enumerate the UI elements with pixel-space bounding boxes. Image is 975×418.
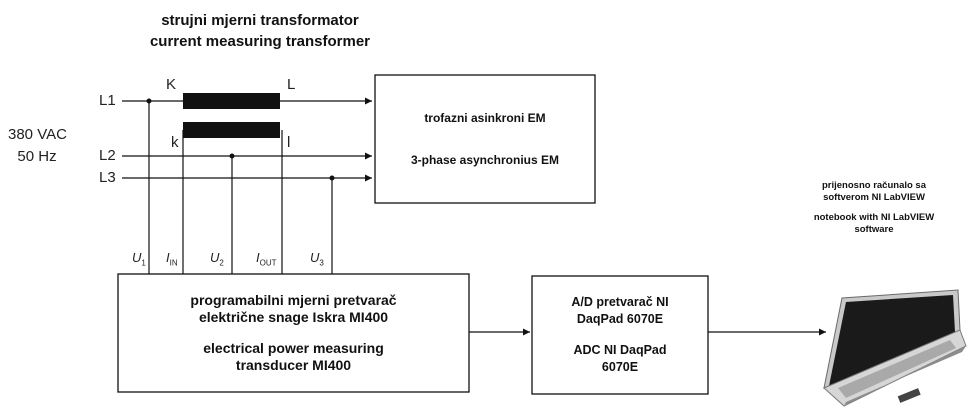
junction-u2 — [229, 153, 235, 159]
title-hr: strujni mjerni transformator — [161, 12, 359, 29]
supply-label: 380 VAC 50 Hz — [8, 124, 67, 168]
transducer-label-hr1: programabilni mjerni pretvarač — [190, 292, 397, 308]
motor-label: trofazni asinkroni EM 3-phase asynchroni… — [375, 75, 595, 203]
laptop-caption: prijenosno računalo sa softverom NI LabV… — [776, 180, 972, 236]
laptop-caption-en1: notebook with NI LabVIEW — [813, 212, 935, 223]
tap-label-u1: U1 — [132, 250, 146, 268]
laptop-icon — [823, 289, 967, 407]
transducer-label-en2: transducer MI400 — [235, 357, 352, 373]
line-label-l3: L3 — [99, 169, 116, 186]
junction-u1 — [146, 98, 152, 104]
transducer-label-hr2: električne snage Iskra MI400 — [198, 309, 389, 325]
supply-frequency: 50 Hz — [17, 148, 57, 165]
terminal-k-lower: k — [171, 134, 179, 151]
transformer-secondary-core — [183, 122, 280, 138]
motor-label-hr: trofazni asinkroni EM — [424, 111, 546, 125]
transformer-primary-core — [183, 93, 280, 109]
adc-label-en1: ADC NI DaqPad — [573, 343, 667, 357]
transducer-box — [117, 273, 470, 393]
tap-label-iout: IOUT — [256, 250, 277, 268]
transducer-label-en1: electrical power measuring — [203, 340, 384, 356]
laptop-caption-hr2: softverom NI LabVIEW — [823, 192, 925, 203]
tap-label-u2: U2 — [210, 250, 224, 268]
tap-label-iin: IIN — [166, 250, 178, 268]
line-label-l2: L2 — [99, 147, 116, 164]
junction-u3 — [329, 175, 335, 181]
line-label-l1: L1 — [99, 92, 116, 109]
adc-label-hr1: A/D pretvarač NI — [571, 295, 669, 309]
laptop-caption-hr1: prijenosno računalo sa — [822, 180, 926, 191]
title-en: current measuring transformer — [149, 33, 371, 50]
adc-label-en2: 6070E — [601, 360, 639, 374]
tap-label-u3: U3 — [310, 250, 324, 268]
diagram-title: strujni mjerni transformator current mea… — [0, 10, 520, 52]
motor-label-en: 3-phase asynchronius EM — [410, 153, 560, 167]
terminal-k-upper: K — [166, 76, 177, 93]
laptop-caption-en2: software — [854, 224, 894, 235]
transducer-label: programabilni mjerni pretvarač električn… — [118, 274, 469, 392]
terminal-l-upper: L — [287, 76, 296, 93]
supply-voltage: 380 VAC — [8, 126, 67, 143]
adc-label: A/D pretvarač NI DaqPad 6070E ADC NI Daq… — [532, 276, 708, 394]
adc-label-hr2: DaqPad 6070E — [576, 312, 664, 326]
terminal-l-lower: l — [287, 134, 291, 151]
adc-box — [531, 275, 709, 395]
motor-box — [374, 74, 596, 204]
